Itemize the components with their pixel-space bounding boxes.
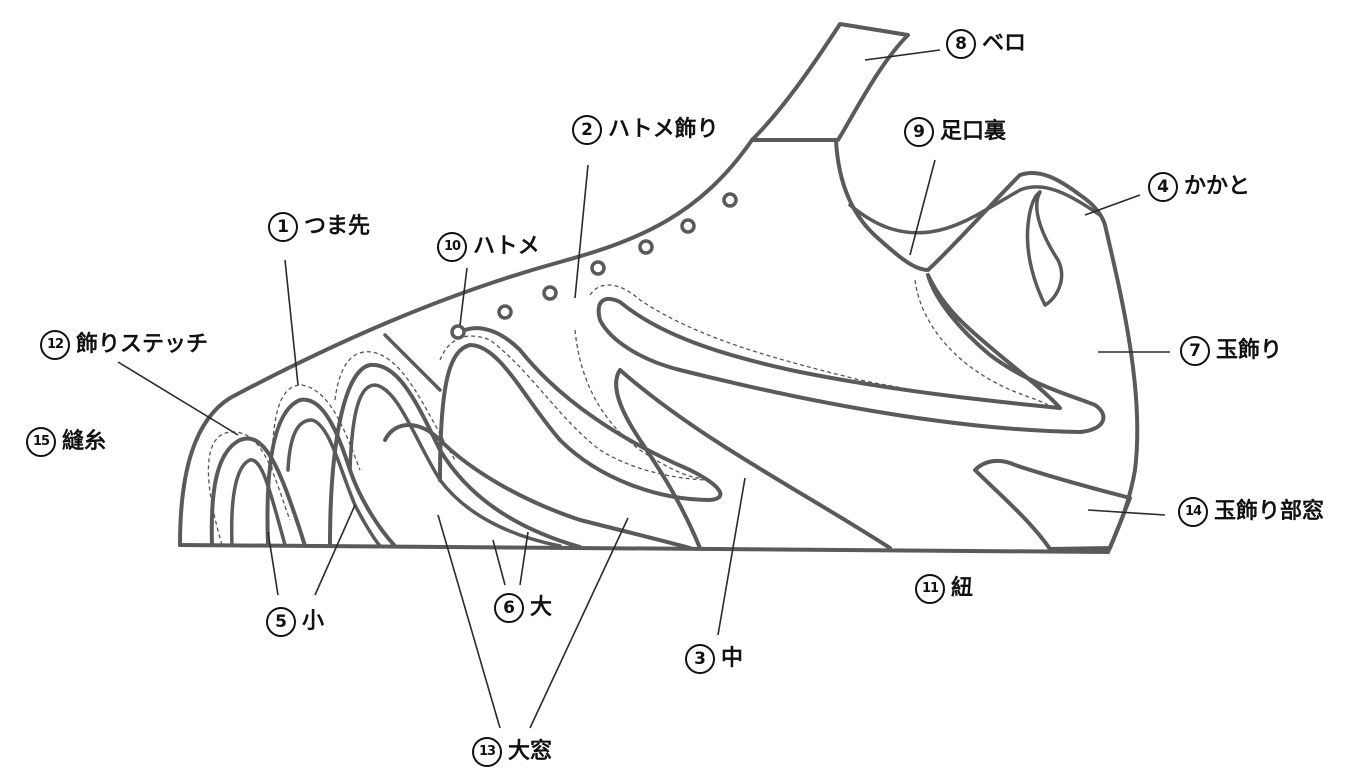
stitch-wing-3 [334, 351, 456, 461]
leader-eyelet-deco [574, 164, 589, 299]
label-number: 6 [494, 593, 524, 623]
label-number: 12 [40, 330, 70, 360]
wing-2-inner [286, 418, 382, 548]
wing-3-inner [348, 383, 562, 548]
label-text: かかと [1184, 174, 1251, 199]
stitch-swoosh [589, 284, 1049, 407]
eyelet-6 [680, 218, 696, 234]
label-big-window: 13 大窓 [472, 737, 552, 767]
label-number: 3 [685, 644, 715, 674]
label-number: 7 [1180, 336, 1210, 366]
label-text: ハトメ [473, 234, 540, 259]
leader-small-a [267, 531, 279, 596]
wing-6 [614, 368, 892, 550]
upper-outline [178, 138, 754, 547]
label-eyelet-deco: 2 ハトメ飾り [572, 115, 719, 145]
stitch-toe [207, 431, 291, 546]
leader-heel [1084, 194, 1141, 216]
label-text: 中 [721, 646, 744, 671]
label-text: ベロ [982, 31, 1027, 56]
label-text: 縫糸 [62, 429, 107, 454]
heel-tab [1025, 190, 1064, 307]
label-number: 10 [437, 232, 467, 262]
label-number: 13 [472, 737, 502, 767]
label-large: 6 大 [494, 593, 552, 623]
label-tama-window: 14 玉飾り部窓 [1178, 497, 1324, 527]
label-number: 8 [946, 29, 976, 59]
leader-large-b [519, 531, 529, 586]
wing-5 [438, 326, 723, 502]
label-text: 紐 [951, 576, 974, 601]
label-toe: 1 つま先 [268, 212, 370, 242]
label-eyelet: 10 ハトメ [437, 232, 540, 262]
label-collar: 9 足口裏 [904, 117, 1006, 147]
leader-tama-window [1087, 509, 1166, 516]
leader-middle [717, 477, 746, 636]
leader-small-b [314, 504, 356, 596]
wing-1-inner [229, 458, 287, 547]
leader-tongue [864, 49, 941, 61]
label-text: 玉飾り [1216, 338, 1283, 363]
label-number: 5 [266, 607, 296, 637]
tama-window-shape [973, 458, 1132, 551]
stitch-mid [574, 329, 701, 479]
label-text: ハトメ飾り [608, 117, 719, 142]
label-text: つま先 [304, 214, 371, 239]
label-number: 4 [1148, 172, 1178, 202]
collar-inner [848, 185, 1102, 235]
label-stitch-deco: 12 飾りステッチ [40, 330, 208, 360]
label-number: 1 [268, 212, 298, 242]
label-thread: 15 縫糸 [26, 427, 106, 457]
leader-eyelet [459, 267, 468, 326]
label-small: 5 小 [266, 607, 324, 637]
eyelet-5 [638, 239, 654, 255]
label-number: 2 [572, 115, 602, 145]
eyelet-4 [590, 260, 606, 276]
label-heel: 4 かかと [1148, 172, 1250, 202]
collar-outline [834, 138, 1140, 554]
label-text: 飾りステッチ [76, 332, 209, 357]
sole-line [178, 543, 1110, 554]
label-text: 大窓 [508, 739, 553, 764]
leader-toe [284, 259, 299, 386]
eyelet-2 [497, 304, 513, 320]
stitch-wing-2 [271, 384, 361, 471]
label-text: 足口裏 [940, 119, 1007, 144]
stitch-wing-5 [439, 335, 711, 481]
label-text: 玉飾り部窓 [1214, 499, 1325, 524]
leader-collar [909, 159, 936, 256]
vamp-line [383, 333, 442, 392]
swoosh-window [596, 273, 1106, 434]
label-number: 9 [904, 117, 934, 147]
label-tongue: 8 ベロ [946, 29, 1026, 59]
leader-large-a [492, 539, 506, 586]
stitch-collar [914, 279, 1049, 406]
label-number: 11 [915, 574, 945, 604]
label-text: 大 [530, 595, 553, 620]
leader-stitch-deco [117, 361, 239, 436]
eyelet-1 [450, 324, 466, 340]
label-number: 15 [26, 427, 56, 457]
eyelet-7 [722, 192, 738, 208]
tongue-shape [750, 22, 910, 142]
eyelet-3 [542, 285, 558, 301]
label-lace: 11 紐 [915, 574, 973, 604]
leader-window-b [529, 517, 629, 729]
label-text: 小 [302, 609, 325, 634]
leader-window-a [437, 514, 501, 729]
wing-3 [328, 362, 582, 549]
label-middle: 3 中 [685, 644, 743, 674]
label-number: 14 [1178, 497, 1208, 527]
wing-1 [209, 436, 307, 548]
label-tama-deco: 7 玉飾り [1180, 336, 1282, 366]
wing-4 [383, 423, 692, 550]
